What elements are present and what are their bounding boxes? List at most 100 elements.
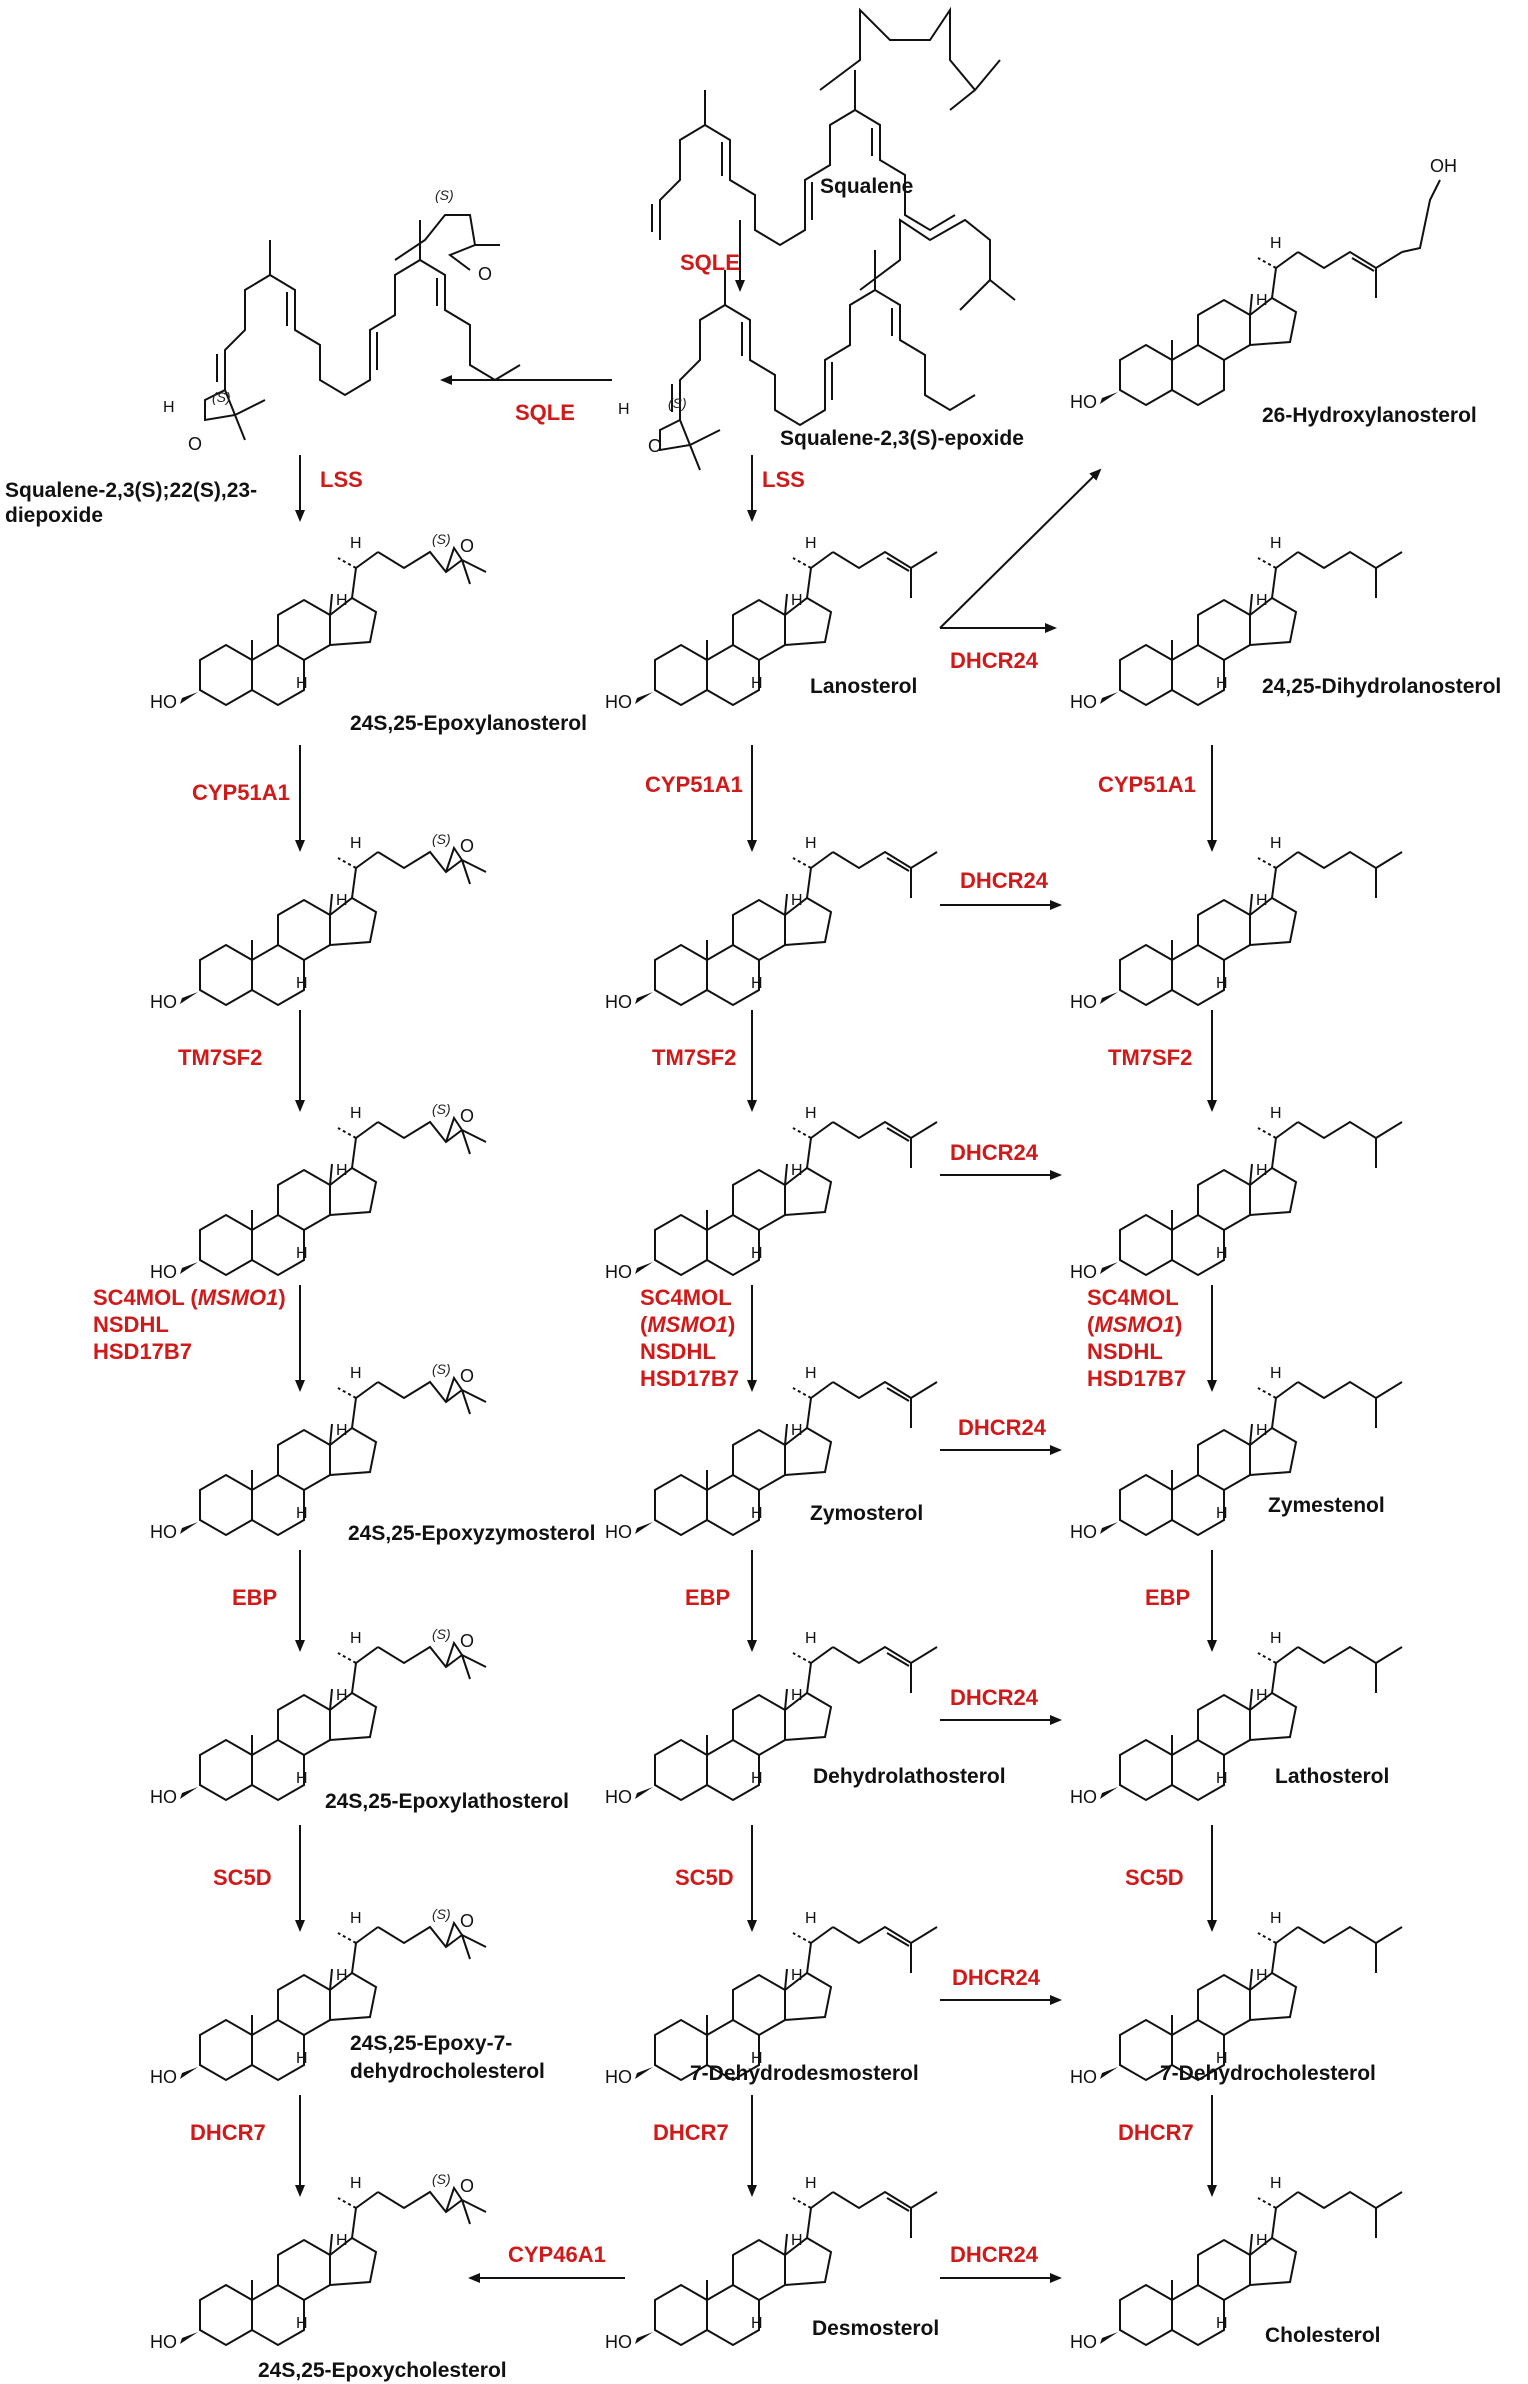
enzyme-nsdhl-1: NSDHL (93, 1312, 169, 1337)
stereo-label: (S) (668, 395, 687, 411)
compound-dehydrocholesterol: 7-Dehydrocholesterol (1160, 2062, 1376, 2085)
atom-ho: HO (1070, 392, 1097, 412)
atom-ho: HO (605, 1787, 632, 1807)
enzyme-sc4mol-3: SC4MOL (1087, 1285, 1179, 1310)
atom-h: H (1256, 292, 1268, 309)
enzyme-lss-2: LSS (762, 467, 805, 492)
enzyme-dhcr7-2: DHCR7 (653, 2120, 729, 2145)
compound-epoxycholesterol: 24S,25-Epoxycholesterol (258, 2359, 507, 2382)
atom-o: O (460, 1631, 474, 1651)
stereo-label: (S) (212, 389, 231, 405)
compound-lathosterol: Lathosterol (1275, 1765, 1389, 1788)
atom-ho: HO (605, 2067, 632, 2087)
atom-ho: HO (150, 1262, 177, 1282)
atom-ho: HO (1070, 1522, 1097, 1542)
compound-squalene: Squalene (820, 175, 913, 198)
atom-labels: HOHHH(S)OHOHHHHOHHHHOHHH(S)OHOHHHHOHHHHO… (150, 235, 1282, 2352)
atom-h: H (805, 835, 817, 852)
compound-diepoxide-line1: Squalene-2,3(S);22(S),23- (5, 479, 257, 502)
atom-h: H (1270, 235, 1282, 252)
atom-h: H (751, 1505, 763, 1522)
atom-h: H (1256, 1687, 1268, 1704)
atom-h: H (1256, 2232, 1268, 2249)
atom-h: H (805, 1910, 817, 1927)
atom-h: H (1216, 1505, 1228, 1522)
compound-epoxyzymosterol: 24S,25-Epoxyzymosterol (348, 1522, 595, 1545)
stereo-label: (S) (432, 1101, 451, 1117)
stereo-label: (S) (435, 187, 454, 203)
epoxydhc-structure (179, 1922, 487, 2081)
enzyme-cyp51a1-1: CYP51A1 (192, 780, 290, 805)
atom-h: H (1216, 975, 1228, 992)
atom-o: O (460, 2176, 474, 2196)
atom-h: H (350, 535, 362, 552)
stereo-label: (S) (432, 2171, 451, 2187)
atom-h: H (1216, 675, 1228, 692)
dh-lanosterol-structure (634, 1121, 938, 1276)
squalene-epoxide-structure (659, 218, 1016, 471)
enzyme-dhcr24-6: DHCR24 (952, 1965, 1041, 1990)
enzyme-ebp-3: EBP (1145, 1585, 1190, 1610)
atom-h: H (751, 975, 763, 992)
atom-h: H (791, 1967, 803, 1984)
enzyme-nsdhl-3: NSDHL (1087, 1339, 1163, 1364)
enzyme-dhcr24-1: DHCR24 (950, 648, 1039, 673)
enzyme-dhcr24-7: DHCR24 (950, 2242, 1039, 2267)
atom-h: H (805, 1365, 817, 1382)
compound-hydroxylanosterol: 26-Hydroxylanosterol (1262, 404, 1477, 427)
enzyme-dhcr24-4: DHCR24 (958, 1415, 1047, 1440)
atom-ho: HO (150, 2332, 177, 2352)
epoxylanosterol-structure (179, 547, 487, 706)
atom-h: H (296, 1770, 308, 1787)
atom-h: H (296, 975, 308, 992)
atom-h: H (336, 1422, 348, 1439)
atom-h: H (791, 1422, 803, 1439)
atom-h: H (1256, 892, 1268, 909)
atom-h: H (791, 1687, 803, 1704)
enzyme-dhcr24-2: DHCR24 (960, 868, 1049, 893)
enzyme-lss-1: LSS (320, 467, 363, 492)
atom-ho: HO (605, 1522, 632, 1542)
atom-h: H (751, 2050, 763, 2067)
atom-h: H (163, 399, 175, 416)
atom-h: H (336, 2232, 348, 2249)
atom-ho: HO (605, 692, 632, 712)
enzyme-dhcr24-5: DHCR24 (950, 1685, 1039, 1710)
enzyme-cyp46a1: CYP46A1 (508, 2242, 606, 2267)
atom-o: O (648, 436, 662, 456)
epoxylathosterol-structure (179, 1642, 487, 1801)
hydroxylanosterol-structure (1099, 179, 1441, 406)
atom-h: H (791, 1162, 803, 1179)
atom-h: H (618, 401, 630, 418)
compound-lanosterol: Lanosterol (810, 675, 917, 698)
atom-ho: HO (1070, 2067, 1097, 2087)
atom-ho: HO (1070, 1262, 1097, 1282)
enzyme-dhcr7-1: DHCR7 (190, 2120, 266, 2145)
compound-epoxylathosterol: 24S,25-Epoxylathosterol (325, 1790, 569, 1813)
atom-h: H (751, 2315, 763, 2332)
atom-o: O (460, 1366, 474, 1386)
compound-epoxydhc-line2: dehydrocholesterol (350, 2060, 545, 2083)
compound-epoxylanosterol: 24S,25-Epoxylanosterol (350, 712, 587, 735)
atom-h: H (1216, 2315, 1228, 2332)
atom-h: H (1216, 1245, 1228, 1262)
atom-ho: HO (150, 2067, 177, 2087)
enzyme-dhcr7-3: DHCR7 (1118, 2120, 1194, 2145)
enzyme-tm7sf2-3: TM7SF2 (1108, 1045, 1192, 1070)
atom-oh: OH (1430, 156, 1457, 176)
stereo-label: (S) (432, 1626, 451, 1642)
atom-h: H (751, 1245, 763, 1262)
atom-ho: HO (1070, 1787, 1097, 1807)
compound-epoxydhc-line1: 24S,25-Epoxy-7- (350, 2032, 512, 2055)
atom-h: H (1270, 835, 1282, 852)
compound-cholesterol: Cholesterol (1265, 2324, 1381, 2347)
enzyme-sc5d-1: SC5D (213, 1865, 272, 1890)
atom-o: O (460, 836, 474, 856)
atom-h: H (350, 1105, 362, 1122)
atom-h: H (805, 2175, 817, 2192)
atom-ho: HO (150, 1522, 177, 1542)
dehydrocholesterol-structure (1099, 1926, 1403, 2081)
enzyme-cyp51a1-3: CYP51A1 (1098, 772, 1196, 797)
cholesterol-structure (1099, 2191, 1403, 2346)
stereo-label: (S) (432, 1361, 451, 1377)
